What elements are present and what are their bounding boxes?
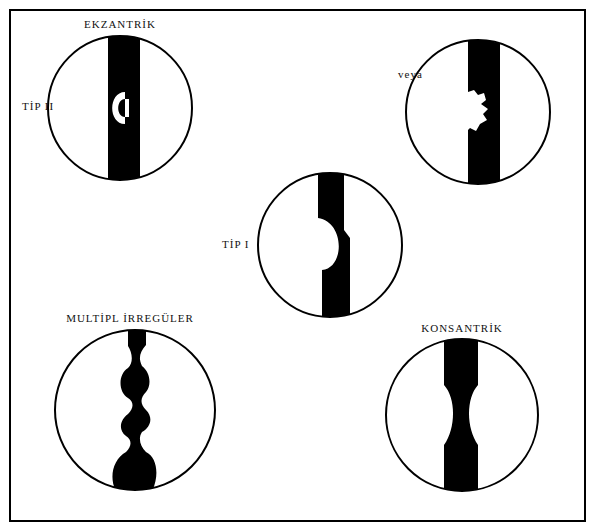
- eccentric-vessel: [318, 165, 350, 330]
- type-label: TİP II: [22, 100, 54, 112]
- vessel-circle: [48, 36, 192, 180]
- type-label: KONSANTRİK: [421, 322, 503, 334]
- alternative-label: veya: [398, 68, 423, 80]
- frame: [10, 10, 585, 521]
- vessel-circle: [258, 173, 402, 317]
- concentric-vessel: [444, 335, 478, 495]
- irregular-vessel: [468, 35, 500, 195]
- irregular-vessel: [112, 325, 156, 495]
- type-label: MULTİPL İRREGÜLER: [66, 312, 194, 324]
- type-label: EKZANTRİK: [84, 18, 156, 30]
- vessel-circle: [386, 339, 538, 491]
- vessel-circle: [55, 330, 215, 490]
- eccentric-vessel: [108, 30, 140, 190]
- type-label: TİP I: [222, 238, 250, 250]
- vessel-circle: [406, 40, 550, 184]
